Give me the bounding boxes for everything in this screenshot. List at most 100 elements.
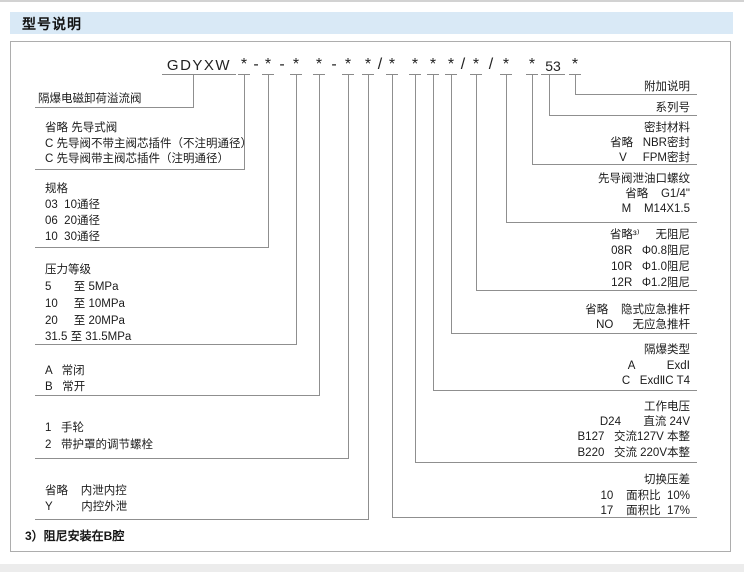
line-h-normal-state bbox=[35, 395, 320, 396]
code-dash: - bbox=[253, 56, 259, 73]
star-underline bbox=[445, 74, 457, 75]
line-v-star-8 bbox=[415, 75, 416, 462]
star-underline bbox=[500, 74, 512, 75]
line-h-push-rod bbox=[451, 333, 697, 334]
push-rod-row-1: NO 无应急推杆 bbox=[596, 319, 690, 331]
normal-state-row-1: B 常开 bbox=[45, 381, 86, 393]
voltage-row-1: D24 直流 24V bbox=[599, 416, 690, 428]
damping-row-1: 08R Φ0.8阻尼 bbox=[611, 245, 690, 257]
line-h-voltage bbox=[415, 462, 697, 463]
pressure-row-3: 20 至 20MPa bbox=[45, 315, 125, 327]
code-series-53: 53 bbox=[545, 58, 561, 74]
line-v-star-11 bbox=[476, 75, 477, 290]
star-underline bbox=[386, 74, 398, 75]
code-star-4: * bbox=[315, 56, 323, 73]
top-rule bbox=[0, 0, 744, 2]
line-h-drain-control bbox=[35, 519, 369, 520]
code-slash: / bbox=[488, 56, 494, 73]
code-star-7: * bbox=[388, 56, 396, 73]
damping-row-3: 12R Φ1.2阻尼 bbox=[611, 277, 690, 289]
line-v-star-6 bbox=[368, 75, 369, 520]
pressure-row-2: 10 至 10MPa bbox=[45, 298, 125, 310]
code-star-2: * bbox=[264, 56, 272, 73]
voltage-row-3: B220 交流 220V本整 bbox=[577, 447, 691, 459]
line-h-thread bbox=[506, 222, 697, 223]
thread-row-2: M M14X1.5 bbox=[621, 203, 690, 215]
star-underline bbox=[541, 74, 565, 75]
line-v-star-12 bbox=[506, 75, 507, 222]
star-underline bbox=[526, 74, 538, 75]
code-star-14: * bbox=[571, 56, 579, 73]
line-v-star-9 bbox=[433, 75, 434, 390]
code-star-6: * bbox=[364, 56, 372, 73]
pilot-row-1: C 先导阀不带主阀芯插件（不注明通径） bbox=[45, 138, 252, 150]
explosion-type-row-1: A ExdⅠ bbox=[627, 360, 690, 372]
explosion-type-row-0: 隔爆类型 bbox=[644, 344, 690, 356]
adjustment-row-0: 1 手轮 bbox=[45, 422, 84, 434]
star-underline bbox=[569, 74, 581, 75]
star-underline bbox=[290, 74, 302, 75]
line-h-additional bbox=[575, 94, 697, 95]
code-star-3: * bbox=[292, 56, 300, 73]
line-h-pilot bbox=[35, 169, 245, 170]
spec-row-1: 03 10通径 bbox=[45, 199, 100, 211]
star-underline bbox=[362, 74, 374, 75]
valve-name-label: 隔爆电磁卸荷溢流阀 bbox=[38, 93, 142, 105]
seal-row-2: V FPM密封 bbox=[619, 152, 690, 164]
line-v-53 bbox=[549, 75, 550, 115]
star-underline bbox=[427, 74, 439, 75]
code-star-13: * bbox=[528, 56, 536, 73]
code-slash: / bbox=[377, 56, 383, 73]
line-h-spec bbox=[35, 247, 269, 248]
star-underline bbox=[313, 74, 325, 75]
line-h-valve-name bbox=[35, 107, 194, 108]
pressure-diff-row-2: 17 面积比 17% bbox=[600, 505, 690, 517]
line-h-series bbox=[549, 115, 697, 116]
code-dash: - bbox=[331, 56, 337, 73]
pilot-row-2: C 先导阀带主阀芯插件（注明通径） bbox=[45, 153, 229, 165]
line-v-star-7 bbox=[392, 75, 393, 517]
code-star-11: * bbox=[472, 56, 480, 73]
star-underline bbox=[342, 74, 354, 75]
seal-row-0: 密封材料 bbox=[644, 122, 690, 134]
pressure-row-0: 压力等级 bbox=[45, 264, 91, 276]
line-v-star-3 bbox=[296, 75, 297, 345]
code-star-9: * bbox=[429, 56, 437, 73]
line-h-adjustment bbox=[35, 458, 349, 459]
normal-state-row-0: A 常闭 bbox=[45, 365, 85, 377]
spec-row-2: 06 20通径 bbox=[45, 215, 100, 227]
line-h-damping bbox=[476, 290, 697, 291]
drain-control-row-0: 省略 内泄内控 bbox=[45, 485, 127, 497]
section-header-bar bbox=[10, 12, 733, 34]
thread-row-0: 先导阀泄油口螺纹 bbox=[598, 173, 690, 185]
line-h-seal bbox=[532, 164, 697, 165]
line-v-star-10 bbox=[451, 75, 452, 333]
star-underline bbox=[262, 74, 274, 75]
thread-row-1: 省略 G1/4" bbox=[625, 188, 690, 200]
damping-row-0: 省略³⁾ 无阻尼 bbox=[609, 229, 690, 241]
spec-row-0: 规格 bbox=[45, 183, 68, 195]
pressure-diff-row-1: 10 面积比 10% bbox=[600, 490, 690, 502]
line-v-star-1 bbox=[244, 75, 245, 170]
line-v-star-13 bbox=[532, 75, 533, 164]
voltage-row-0: 工作电压 bbox=[644, 401, 690, 413]
pilot-row-0: 省略 先导式阀 bbox=[45, 122, 118, 134]
drain-control-row-1: Y 内控外泄 bbox=[45, 501, 128, 513]
footnote: 3）阻尼安装在B腔 bbox=[25, 529, 125, 543]
line-v-star-14 bbox=[575, 75, 576, 94]
series-row-0: 系列号 bbox=[655, 102, 691, 114]
code-star-1: * bbox=[240, 56, 248, 73]
push-rod-row-0: 省略 隐式应急推杆 bbox=[585, 304, 690, 316]
line-v-star-4 bbox=[319, 75, 320, 396]
line-h-explosion-type bbox=[433, 390, 697, 391]
model-prefix: GDYXW bbox=[166, 57, 232, 74]
section-title: 型号说明 bbox=[22, 16, 82, 32]
line-v-star-5 bbox=[348, 75, 349, 459]
pressure-row-1: 5 至 5MPa bbox=[45, 281, 119, 293]
code-star-10: * bbox=[447, 56, 455, 73]
line-h-pressure-diff bbox=[392, 517, 697, 518]
code-slash: / bbox=[460, 56, 466, 73]
line-h-pressure bbox=[35, 344, 297, 345]
bottom-rule bbox=[0, 564, 744, 572]
